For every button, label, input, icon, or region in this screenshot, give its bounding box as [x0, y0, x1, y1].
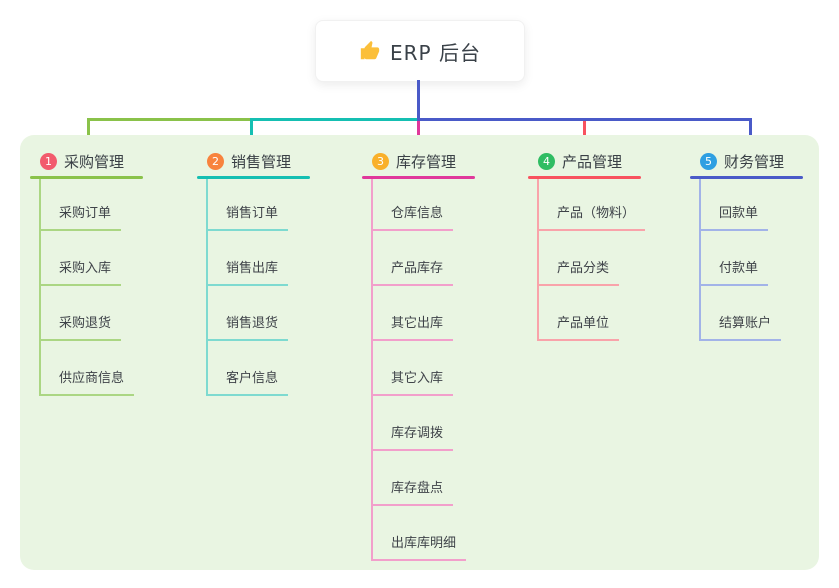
child-node[interactable]: 销售订单 [206, 204, 289, 231]
connector-branch-1-bus [87, 118, 253, 121]
connector-branch-3-drop [417, 120, 420, 145]
child-node[interactable]: 仓库信息 [371, 204, 454, 231]
child-node[interactable]: 付款单 [699, 259, 769, 286]
child-node[interactable]: 销售出库 [206, 259, 289, 286]
branch-underline [362, 176, 475, 179]
branch-child-connector [206, 179, 208, 396]
branch-label: 采购管理 [64, 152, 125, 171]
branch-underline [528, 176, 641, 179]
child-node[interactable]: 产品（物料） [537, 204, 646, 231]
child-node[interactable]: 其它入库 [371, 369, 454, 396]
connector-branch-5-drop [749, 118, 752, 145]
branch-number-badge: 1 [40, 152, 57, 170]
child-node[interactable]: 其它出库 [371, 314, 454, 341]
child-node[interactable]: 产品分类 [537, 259, 620, 286]
branch-underline [197, 176, 310, 179]
branch-child-connector [537, 179, 539, 341]
connector-branch-4-drop [583, 120, 586, 145]
child-node[interactable]: 采购订单 [39, 204, 122, 231]
branch-child-connector [39, 179, 41, 396]
connector-branch-2-drop [250, 118, 253, 145]
child-node[interactable]: 采购入库 [39, 259, 122, 286]
branch-number-badge: 4 [538, 152, 555, 170]
child-node[interactable]: 回款单 [699, 204, 769, 231]
branch-title[interactable]: 2 销售管理 [197, 148, 291, 174]
branch-number-badge: 5 [700, 152, 717, 170]
branch-child-connector [371, 179, 373, 561]
child-node[interactable]: 库存调拨 [371, 424, 454, 451]
branch-child-connector [699, 179, 701, 341]
child-node[interactable]: 产品单位 [537, 314, 620, 341]
child-node[interactable]: 产品库存 [371, 259, 454, 286]
child-node[interactable]: 采购退货 [39, 314, 122, 341]
child-node[interactable]: 客户信息 [206, 369, 289, 396]
child-node[interactable]: 出库库明细 [371, 534, 467, 561]
branch-title[interactable]: 4 产品管理 [528, 148, 622, 174]
child-node[interactable]: 销售退货 [206, 314, 289, 341]
root-title: ERP 后台 [390, 40, 481, 65]
branch-underline [690, 176, 803, 179]
branch-label: 销售管理 [231, 152, 292, 171]
branch-label: 财务管理 [724, 152, 785, 171]
root-stem-line [417, 80, 420, 120]
thumbs-up-icon [360, 40, 380, 60]
connector-branch-2-bus [250, 118, 419, 121]
child-node[interactable]: 供应商信息 [39, 369, 135, 396]
branch-number-badge: 2 [207, 152, 224, 170]
branch-number-badge: 3 [372, 152, 389, 170]
branch-title[interactable]: 5 财务管理 [690, 148, 784, 174]
child-node[interactable]: 库存盘点 [371, 479, 454, 506]
branch-label: 库存管理 [396, 152, 457, 171]
branch-title[interactable]: 1 采购管理 [30, 148, 124, 174]
branch-label: 产品管理 [562, 152, 623, 171]
branch-title[interactable]: 3 库存管理 [362, 148, 456, 174]
branch-underline [30, 176, 143, 179]
connector-branch-5-bus [417, 118, 752, 121]
branches-panel: 1 采购管理 采购订单 采购入库 采购退货 供应商信息 2 销售管理 销售订单 … [20, 135, 819, 570]
connector-branch-1-drop [87, 118, 90, 145]
root-node[interactable]: ERP 后台 [315, 20, 525, 82]
child-node[interactable]: 结算账户 [699, 314, 782, 341]
